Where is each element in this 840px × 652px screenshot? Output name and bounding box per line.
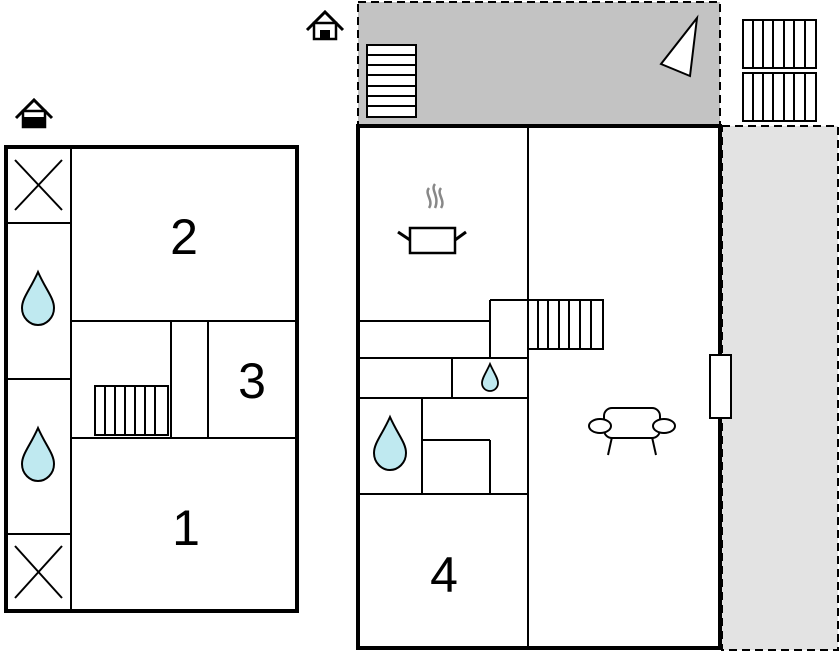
stairs-icon	[94, 385, 169, 436]
water-drop-icon	[481, 361, 499, 392]
right-unit-outer-wall	[356, 124, 722, 650]
wood-storage-icon	[742, 19, 817, 122]
stairs-icon	[366, 44, 417, 118]
terrace	[357, 1, 721, 127]
room-number-3: 3	[238, 353, 266, 409]
right-unit: 4	[305, 1, 839, 651]
water-drop-icon	[20, 425, 56, 483]
side-area	[721, 125, 839, 651]
left-unit-walls	[6, 147, 297, 611]
water-drop-icon	[20, 269, 56, 327]
stairs-icon	[527, 299, 604, 350]
door-icon	[709, 354, 732, 419]
cooking-pot-icon	[397, 183, 467, 255]
house-entrance-icon	[14, 97, 54, 129]
room-number-4: 4	[430, 547, 458, 603]
water-drop-icon	[372, 414, 408, 472]
window-cross-icon	[14, 545, 63, 599]
room-number-2: 2	[170, 209, 198, 265]
sun-lounger-icon	[659, 14, 699, 78]
room-number-1: 1	[172, 500, 200, 556]
right-unit-walls	[358, 126, 529, 648]
house-entrance-icon	[305, 9, 345, 41]
sofa-icon	[588, 407, 676, 456]
window-cross-icon	[14, 159, 63, 211]
left-unit: 2 3 1	[4, 97, 299, 613]
